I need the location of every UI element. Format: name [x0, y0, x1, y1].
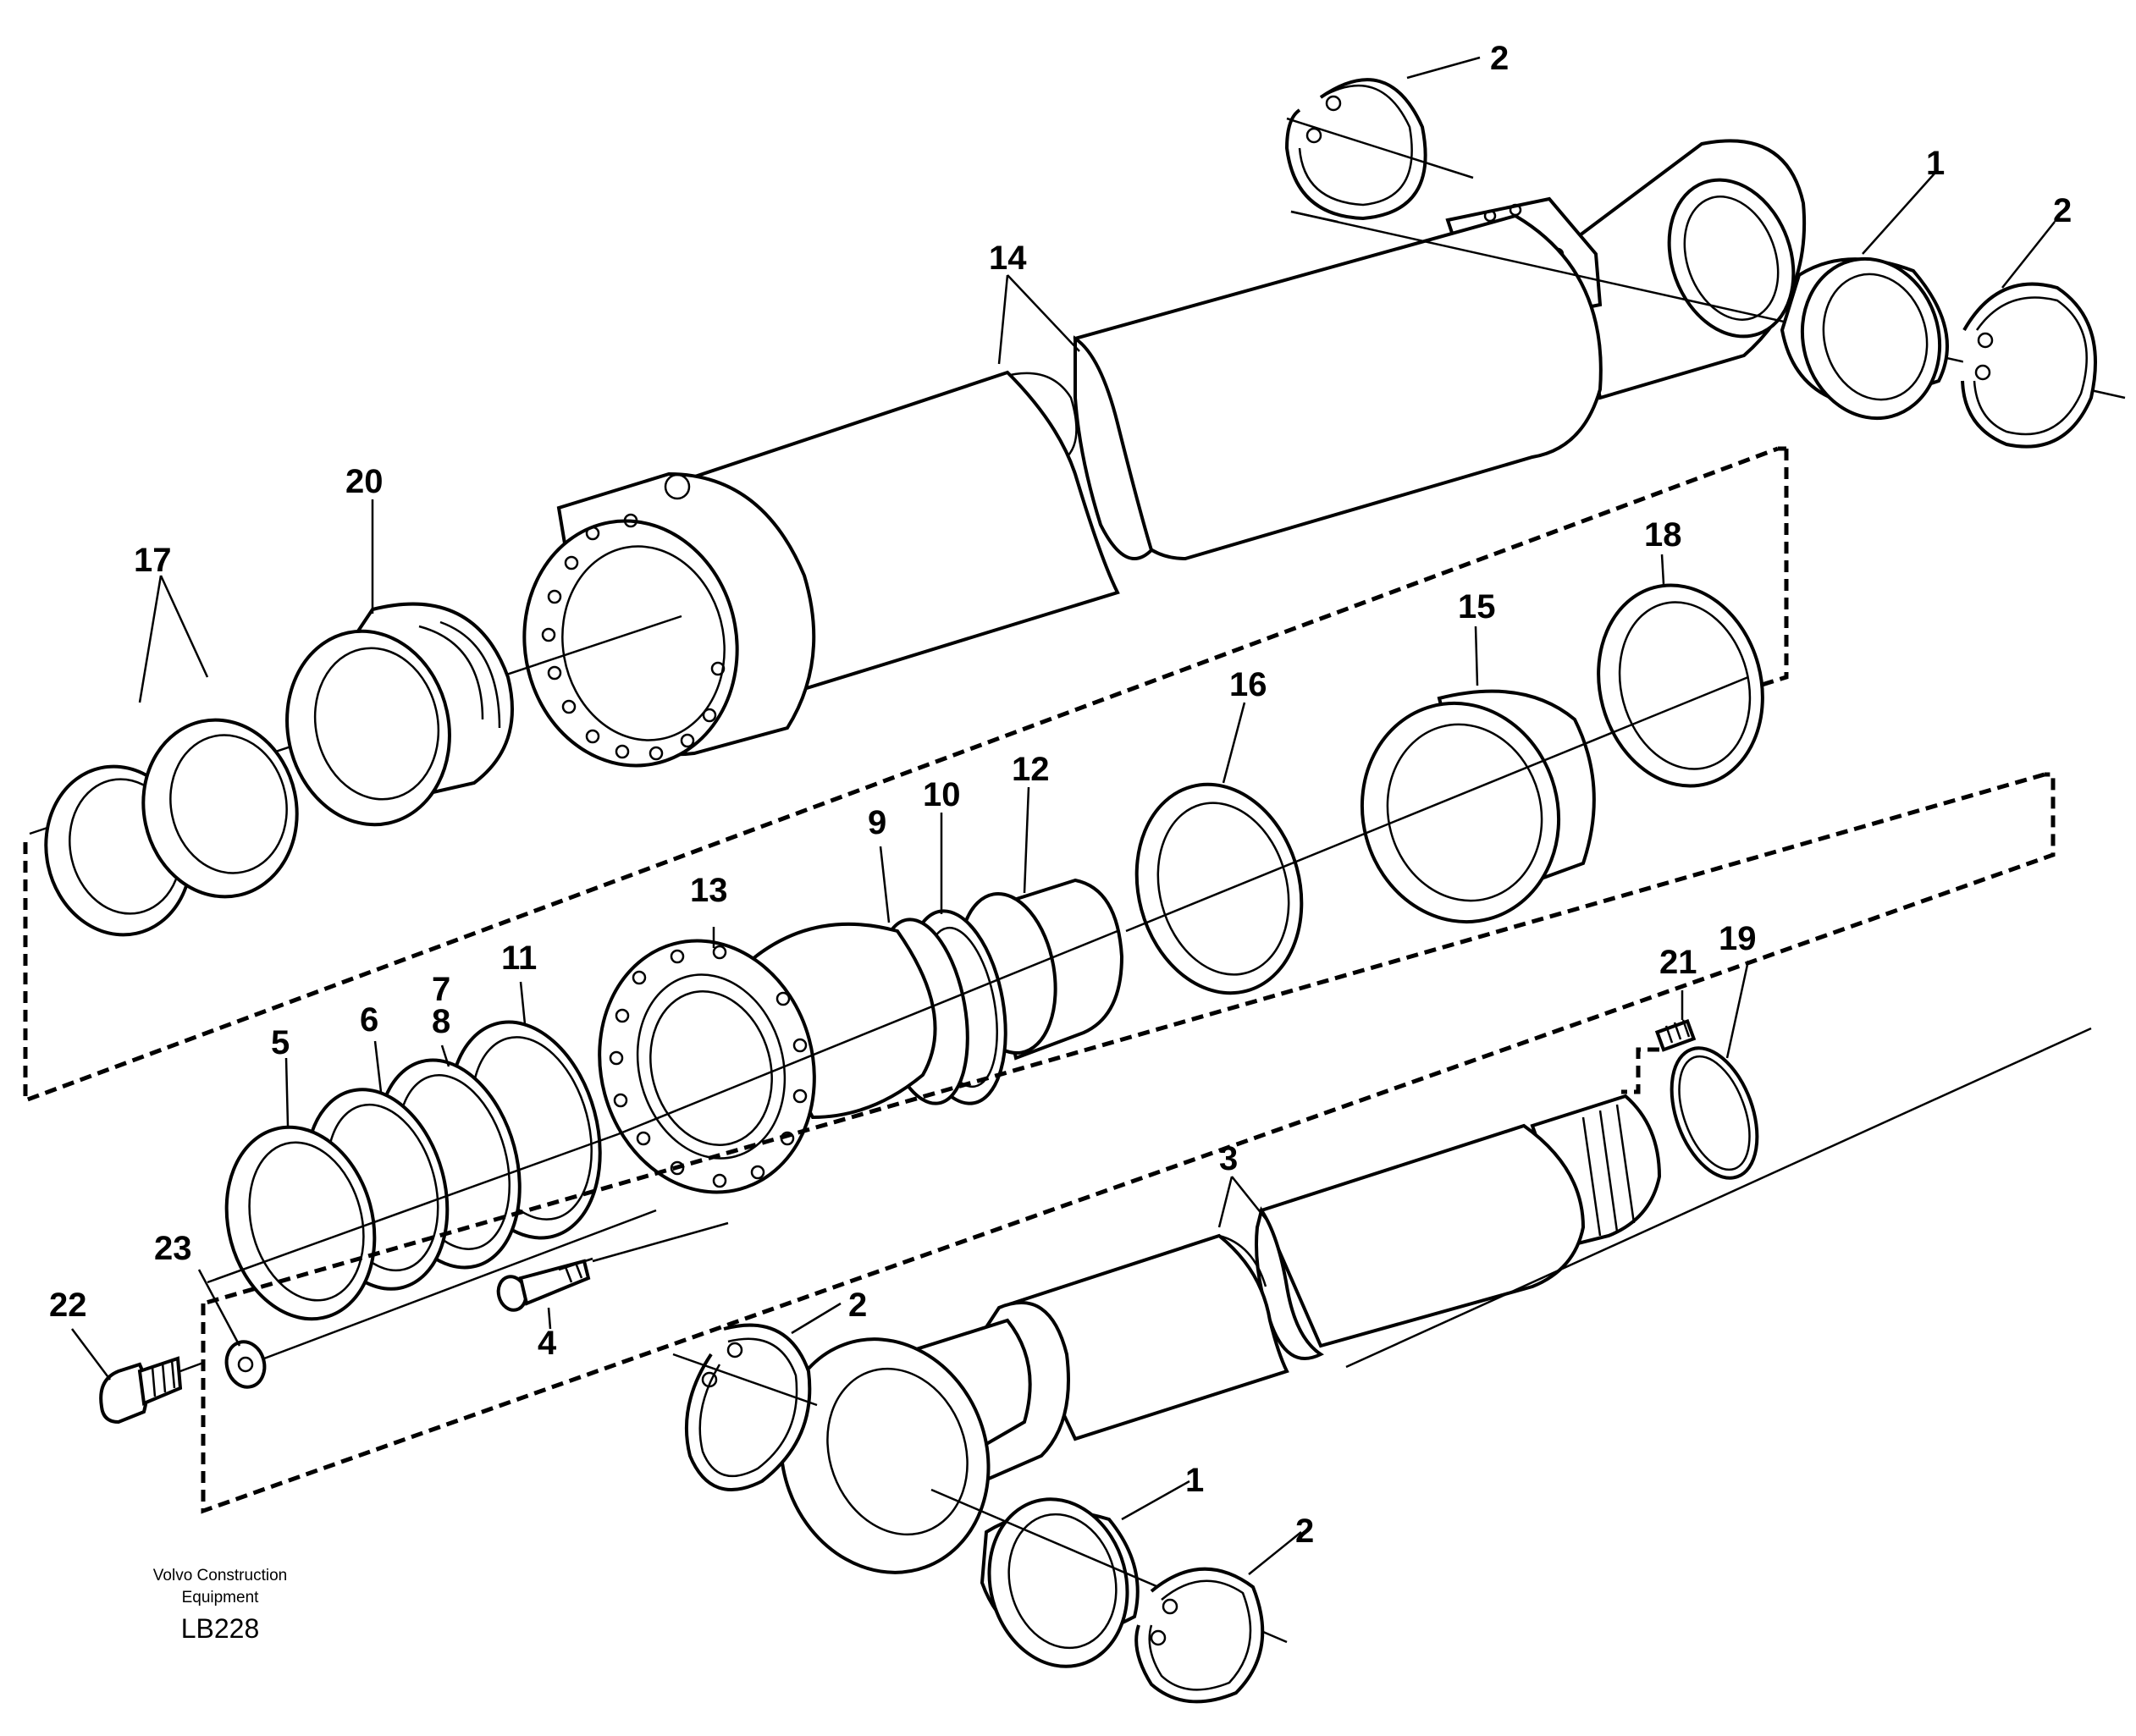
callout-1-top: 1: [1926, 145, 1945, 182]
piston-rod: [779, 1094, 1662, 1574]
wiper-ring-5: [224, 1125, 377, 1321]
callout-2-topright: 2: [2053, 192, 2072, 229]
footer-brand: Volvo Construction Equipment LB228: [153, 1567, 287, 1644]
bushing-1-bottom: [980, 1497, 1140, 1668]
washer-23: [224, 1340, 267, 1389]
callout-2-bottom: 2: [1295, 1513, 1314, 1550]
callout-15: 15: [1458, 588, 1496, 626]
bolt-22: [99, 1356, 183, 1425]
screw-4: [496, 1257, 593, 1312]
callout-6: 6: [360, 1001, 378, 1039]
callout-19: 19: [1719, 920, 1757, 957]
callout-12: 12: [1012, 751, 1050, 788]
cylinder-head-13: [598, 922, 937, 1194]
callout-20: 20: [345, 463, 384, 500]
callout-9: 9: [868, 804, 886, 841]
head-bolt-holes: [609, 945, 808, 1188]
callout-8: 8: [432, 1003, 450, 1040]
bushing-16: [1134, 782, 1304, 995]
callout-1-bottom: 1: [1185, 1462, 1204, 1499]
callout-3: 3: [1219, 1140, 1238, 1177]
snap-ring-19: [1670, 1046, 1759, 1180]
drawing-code: LB228: [181, 1613, 260, 1644]
seal-ring-17b: [141, 718, 299, 899]
cylinder-tube: [522, 139, 1807, 768]
callout-22: 22: [49, 1287, 87, 1324]
callout-13: 13: [690, 872, 728, 909]
callout-21: 21: [1659, 944, 1697, 981]
callout-17: 17: [134, 542, 172, 579]
callout-7: 7: [432, 971, 450, 1008]
callout-2-top: 2: [1490, 40, 1509, 77]
snap-ring-2-top: [1284, 78, 1427, 221]
callout-18: 18: [1644, 516, 1682, 554]
guide-ring-20: [285, 602, 514, 827]
callout-23: 23: [154, 1230, 192, 1267]
brand-line-2: Equipment: [182, 1589, 260, 1606]
piston-15: [1360, 689, 1596, 924]
snap-ring-2-bottom: [1134, 1567, 1265, 1704]
callout-2-mid: 2: [848, 1287, 867, 1324]
callout-4: 4: [538, 1325, 557, 1362]
snap-ring-2-topright: [1961, 282, 2097, 449]
flange-bolt-holes: [541, 513, 726, 761]
rod-seal-18: [1597, 583, 1764, 788]
callout-5: 5: [271, 1024, 290, 1061]
brand-line-1: Volvo Construction: [153, 1567, 287, 1584]
callout-10: 10: [923, 776, 961, 813]
callout-16: 16: [1229, 666, 1267, 703]
callout-14: 14: [989, 240, 1027, 277]
set-screw-21: [1654, 1018, 1697, 1052]
bushing-1-top: [1780, 256, 1949, 421]
callout-11: 11: [501, 940, 537, 977]
snap-ring-2-mid: [684, 1323, 812, 1491]
leader-lines: [71, 56, 2056, 1575]
callout-labels: 2 1 2 14 20 17 18 15 16 12 10 9 13 11 7 …: [49, 40, 2072, 1550]
